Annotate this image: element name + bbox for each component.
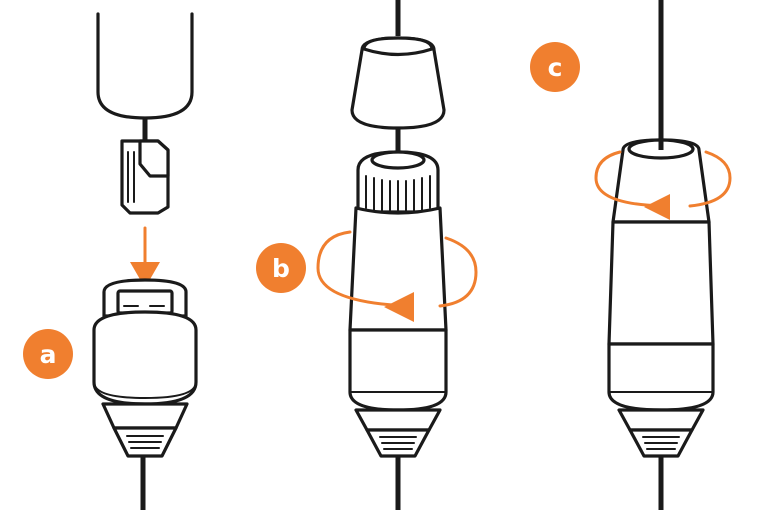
assembled-connector	[607, 138, 715, 458]
step-b-badge: b	[256, 243, 306, 293]
step-b-housing	[348, 206, 448, 458]
step-a-plug-boot	[96, 12, 194, 120]
step-b-label: b	[272, 254, 290, 283]
step-c-label: c	[548, 53, 563, 82]
insert-arrow	[130, 226, 160, 288]
step-c-badge: c	[530, 42, 580, 92]
sealing-cap	[350, 36, 446, 130]
step-b-rotate-arrow	[316, 230, 478, 322]
step-a-badge: a	[23, 329, 73, 379]
step-a-illustration	[92, 12, 198, 510]
step-c-rotate-arrow	[594, 150, 732, 220]
rj45-connector	[120, 139, 170, 215]
step-b-illustration	[316, 0, 478, 510]
ribbed-gland-nut	[356, 150, 440, 214]
step-a-label: a	[40, 340, 57, 369]
step-c-illustration	[594, 0, 732, 510]
step-a-socket-housing	[92, 278, 198, 458]
